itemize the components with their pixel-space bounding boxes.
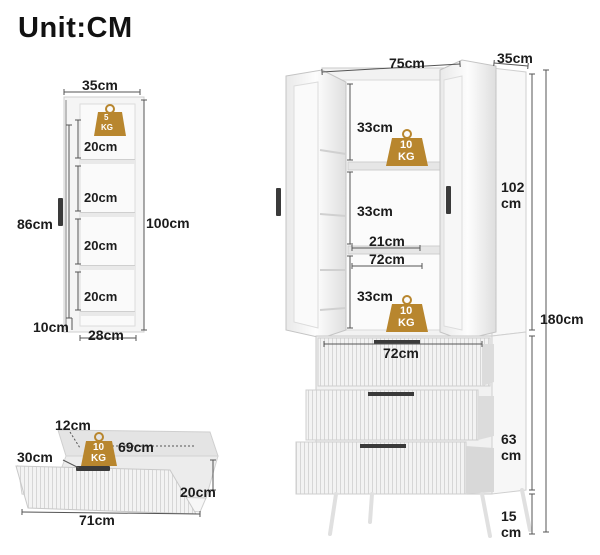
main-badge-top-unit: KG	[398, 151, 415, 163]
side-badge-load: 5	[104, 113, 109, 122]
drawer-badge-load: 10	[93, 442, 105, 453]
side-door-handle	[58, 198, 63, 226]
main-lower-height-num: 63	[501, 431, 517, 447]
side-outer-height-label: 100cm	[146, 215, 190, 231]
drawer-inner-width-label: 69cm	[118, 439, 154, 455]
main-depth-label: 35cm	[497, 50, 533, 66]
right-door-handle	[446, 186, 451, 214]
left-door-handle	[276, 188, 281, 216]
drawer-weight-badge	[81, 432, 117, 466]
main-lower-height-unit: cm	[501, 447, 522, 463]
main-badge-bottom-load: 10	[400, 305, 413, 317]
main-weight-badge-top	[386, 129, 428, 166]
main-width-label: 75cm	[389, 55, 425, 71]
main-upper-height-num: 102	[501, 179, 525, 195]
drawer-handle	[76, 466, 110, 471]
side-shelf-3-label: 20cm	[84, 238, 118, 253]
main-leg-height-num: 15	[501, 508, 517, 524]
side-shelf-1-label: 20cm	[84, 139, 118, 154]
side-weight-badge	[94, 104, 126, 136]
main-drawer-width-label: 72cm	[383, 345, 419, 361]
main-weight-badge-bottom	[386, 295, 428, 332]
side-inner-height-label: 86cm	[17, 216, 53, 232]
side-depth-label: 28cm	[88, 327, 124, 343]
drawer-badge-unit: KG	[91, 453, 106, 464]
main-shelf-mid-label: 33cm	[357, 203, 393, 219]
main-badge-top-load: 10	[400, 139, 413, 151]
drawer-front	[15, 465, 197, 515]
main-badge-bottom-unit: KG	[398, 317, 415, 329]
main-leg-height-unit: cm	[501, 524, 522, 540]
side-shelf-2-label: 20cm	[84, 190, 118, 205]
drawer-height-right-label: 20cm	[180, 484, 216, 500]
side-width-label: 35cm	[82, 77, 118, 93]
main-total-height-label: 180cm	[540, 311, 584, 327]
drawer-height-top-label: 12cm	[55, 417, 91, 433]
page-title: Unit:CM	[18, 12, 133, 44]
main-shelf-top-label: 33cm	[357, 119, 393, 135]
main-door-inner-label: 21cm	[369, 233, 405, 249]
side-view	[58, 89, 147, 341]
main-shelf-bottom-label: 33cm	[357, 288, 393, 304]
main-cabinet	[276, 59, 549, 538]
drawer-2	[305, 389, 479, 441]
drawer-view	[15, 429, 219, 518]
main-upper-height-unit: cm	[501, 195, 522, 211]
drawer-3	[295, 441, 467, 495]
side-bottom-gap-label: 10cm	[33, 319, 69, 335]
main-shelf-width-label: 72cm	[369, 251, 405, 267]
drawer-depth-label: 30cm	[17, 449, 53, 465]
side-shelf-4-label: 20cm	[84, 289, 118, 304]
drawer-outer-width-label: 71cm	[79, 512, 115, 528]
legs	[328, 488, 532, 538]
side-badge-unit: KG	[101, 123, 113, 132]
